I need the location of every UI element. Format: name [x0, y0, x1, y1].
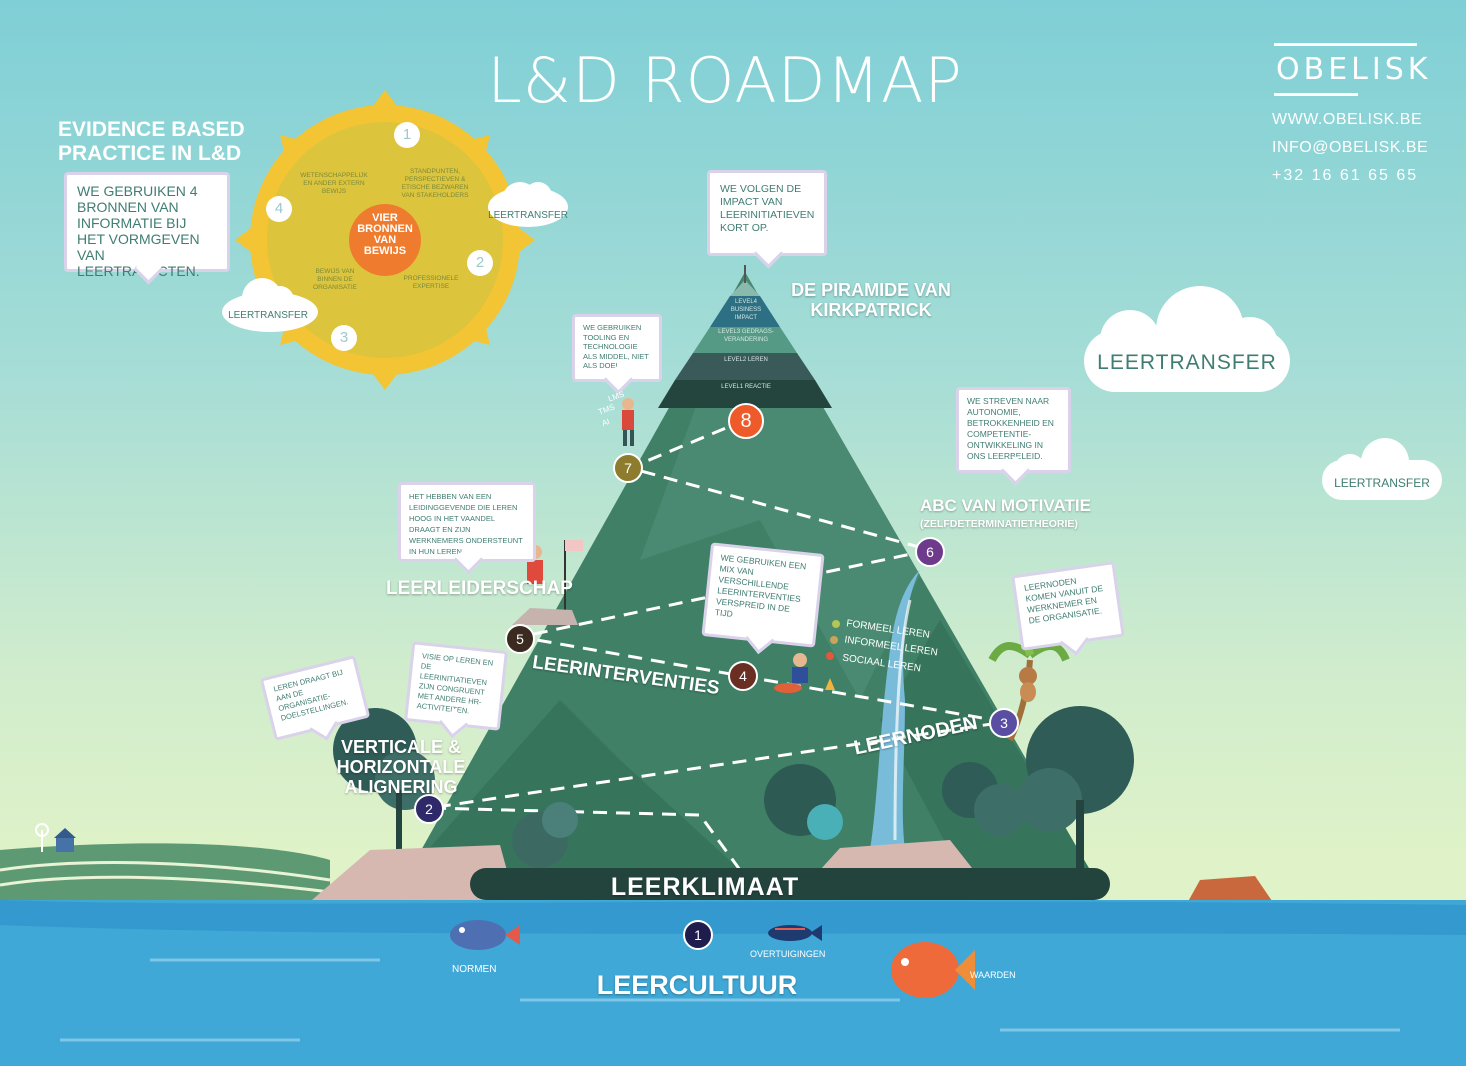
leerleiderschap-label: LEERLEIDERSCHAP	[386, 578, 573, 599]
fish-label-overtuigingen: OVERTUIGINGEN	[750, 949, 826, 959]
step-3-marker: 3	[989, 708, 1019, 738]
cloud-label-leertransfer: LEERTRANSFER	[228, 310, 308, 321]
source-number-4: 4	[266, 196, 292, 222]
campfire-icon	[774, 653, 835, 693]
trees	[333, 706, 1134, 870]
alignering-label: VERTICALE & HORIZONTALE ALIGNERING	[336, 737, 466, 797]
evidence-title: EVIDENCE BASED PRACTICE IN L&D	[58, 118, 245, 165]
leerklimaat-label: LEERKLIMAAT	[610, 873, 800, 901]
pyramid-level-4: LEVEL4 BUSINESS IMPACT	[730, 299, 762, 321]
pyramid-level-3: LEVEL3 GEDRAGS-VERANDERING	[718, 329, 774, 343]
cloud-label-leertransfer: LEERTRANSFER	[1097, 351, 1277, 374]
farmhouse-icon	[35, 823, 76, 852]
fish-label-waarden: WAARDEN	[970, 970, 1016, 980]
obelisk-logo: OBELISK	[1276, 52, 1432, 87]
leernoden-bubble: LEERNODEN KOMEN VANUIT DE WERKNEMER EN D…	[1011, 561, 1125, 651]
source-label-3: BEWIJS VAN BINNEN DE ORGANISATIE	[313, 268, 357, 291]
step-4-marker: 4	[728, 661, 758, 691]
motivatie-sublabel: (ZELFDETERMINATIETHEORIE)	[920, 518, 1078, 530]
pyramid-level-2: LEVEL2 LEREN	[724, 357, 768, 363]
tooling-bubble: WE GEBRUIKEN TOOLING EN TECHNOLOGIE ALS …	[572, 314, 662, 382]
email-link[interactable]: INFO@OBELISK.BE	[1272, 139, 1429, 156]
hiker-icon	[622, 398, 634, 446]
logo-underline	[1274, 93, 1358, 96]
evidence-bubble: WE GEBRUIKEN 4 BRONNEN VAN INFORMATIE BI…	[64, 172, 230, 279]
source-label-4: WETENSCHAPPELIJK EN ANDER EXTERN BEWIJS	[300, 172, 368, 195]
motivatie-label: ABC VAN MOTIVATIE	[920, 496, 1091, 515]
step-7-marker: 7	[613, 453, 643, 483]
fish-icon	[891, 942, 975, 998]
cloud-label-leertransfer: LEERTRANSFER	[488, 210, 568, 221]
formeel-icon	[832, 620, 840, 628]
cloud-shapes	[222, 182, 1442, 500]
source-label-1: STANDPUNTEN, PERSPECTIEVEN & ETISCHE BEZ…	[401, 168, 469, 199]
step-1-marker: 1	[683, 920, 713, 950]
pyramid-level-1: LEVEL1 REACTIE	[721, 384, 771, 390]
sociaal-icon	[826, 652, 834, 660]
step-8-marker: 8	[728, 403, 764, 439]
fish-icon	[768, 925, 822, 941]
monkey-icon	[1019, 667, 1037, 702]
source-number-1: 1	[394, 122, 420, 148]
leiderschap-bubble: HET HEBBEN VAN EEN LEIDINGGEVENDE DIE LE…	[398, 482, 536, 562]
source-label-2: PROFESSIONELE EXPERTISE	[403, 275, 459, 290]
leerklimaat-bar	[470, 868, 1110, 900]
step-6-marker: 6	[915, 537, 945, 567]
fish-label-normen: NORMEN	[452, 964, 497, 975]
mix-bubble: WE GEBRUIKEN EEN MIX VAN VERSCHILLENDE L…	[701, 542, 825, 648]
cloud-label-leertransfer: LEERTRANSFER	[1334, 476, 1430, 490]
fish-icon	[450, 920, 520, 950]
step-2-marker: 2	[414, 794, 444, 824]
visie-bubble: VISIE OP LEREN EN DE LEERINITIATIEVEN ZI…	[404, 641, 508, 731]
kirkpatrick-bubble: WE VOLGEN DE IMPACT VAN LEERINITIATIEVEN…	[707, 170, 827, 256]
kirkpatrick-title: DE PIRAMIDE VAN KIRKPATRICK	[791, 280, 951, 320]
autonomie-bubble: WE STREVEN NAAR AUTONOMIE, BETROKKENHEID…	[956, 387, 1071, 473]
source-number-3: 3	[331, 325, 357, 351]
sun-icon	[235, 90, 535, 390]
informeel-icon	[830, 636, 838, 644]
page-title: L&D ROADMAP	[487, 44, 963, 117]
source-number-2: 2	[467, 250, 493, 276]
website-link[interactable]: WWW.OBELISK.BE	[1272, 111, 1423, 128]
step-5-marker: 5	[505, 624, 535, 654]
leercultuur-label: LEERCULTUUR	[596, 970, 798, 1000]
phone-number: +32 16 61 65 65	[1272, 167, 1419, 184]
logo-line	[1274, 43, 1417, 46]
kirkpatrick-pyramid	[658, 280, 832, 408]
sun-center-label: VIER BRONNEN VAN BEWIJS	[357, 212, 413, 257]
